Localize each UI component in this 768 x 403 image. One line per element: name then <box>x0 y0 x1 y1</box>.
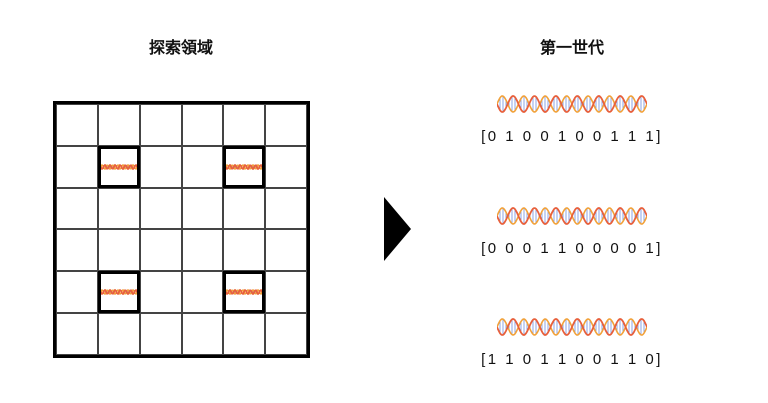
grid-cell <box>56 271 98 314</box>
grid-cell <box>97 187 140 230</box>
occupied-cell <box>97 145 140 188</box>
grid-cell <box>265 104 307 146</box>
arrow-right-icon <box>384 197 411 261</box>
generation-title: 第一世代 <box>539 38 605 57</box>
grid-cell <box>223 187 266 230</box>
dna-icon <box>497 318 647 336</box>
grid-cell <box>56 313 98 355</box>
dna-icon <box>497 207 647 225</box>
grid-cell <box>223 313 266 355</box>
search-area-title: 探索領域 <box>148 38 214 57</box>
occupied-cell <box>97 271 140 314</box>
occupied-cell <box>223 271 266 314</box>
grid-cell <box>265 187 307 230</box>
occupied-cell <box>223 145 266 188</box>
grid-cell <box>56 145 98 188</box>
grid-cell <box>265 271 307 314</box>
grid-cell <box>139 145 182 188</box>
grid-cell <box>223 229 266 272</box>
grid-cell <box>139 313 182 355</box>
dna-icon <box>226 163 263 170</box>
grid-cell <box>56 229 98 272</box>
dna-icon <box>100 289 137 296</box>
dna-icon <box>100 163 137 170</box>
grid-cell <box>97 313 140 355</box>
grid-cell <box>56 187 98 230</box>
grid-cell <box>181 187 224 230</box>
grid-cell <box>265 313 307 355</box>
grid-cell <box>181 313 224 355</box>
grid-cell <box>181 229 224 272</box>
gene-label: [0 0 0 1 1 0 0 0 0 1] <box>481 240 663 257</box>
grid-cell <box>56 104 98 146</box>
search-grid <box>53 101 310 358</box>
grid-cell <box>265 145 307 188</box>
grid-cell <box>139 229 182 272</box>
gene-label: [0 1 0 0 1 0 0 1 1 1] <box>481 128 663 145</box>
grid-cell <box>181 104 224 146</box>
grid-cell <box>139 187 182 230</box>
grid-cell <box>97 229 140 272</box>
grid-cell <box>139 271 182 314</box>
dna-icon <box>226 289 263 296</box>
grid-cell <box>223 104 266 146</box>
grid-cell <box>139 104 182 146</box>
gene-label: [1 1 0 1 1 0 0 1 1 0] <box>481 351 663 368</box>
grid-cell <box>265 229 307 272</box>
grid-cell <box>181 145 224 188</box>
grid-cell <box>97 104 140 146</box>
grid-cell <box>181 271 224 314</box>
dna-icon <box>497 95 647 113</box>
